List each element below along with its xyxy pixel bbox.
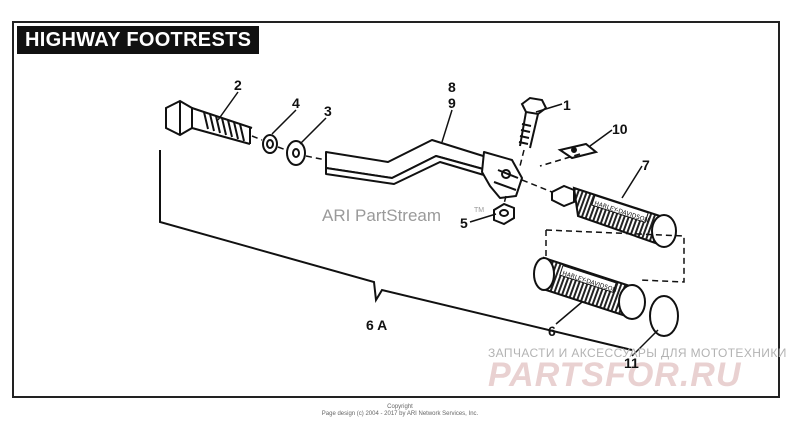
part-lock-washer (262, 134, 278, 154)
leader-lines (217, 91, 659, 357)
part-nut (493, 202, 515, 226)
callout-1: 1 (563, 97, 571, 113)
watermark-trademark: TM (474, 207, 484, 214)
part-clevis-bolt (518, 96, 548, 149)
diagram-frame (12, 21, 780, 398)
part-footrest-bar (325, 139, 523, 199)
part-footpeg-upper: HARLEY-DAVIDSON (551, 184, 677, 248)
callout-6: 6 (548, 323, 556, 339)
dealer-logo: PARTSFOR.RU (488, 356, 742, 394)
dashed-guides (251, 135, 685, 283)
callout-3: 3 (324, 103, 332, 119)
callout-6a: 6 A (366, 317, 387, 333)
dealer-text: ЗАПЧАСТИ И АКСЕССУАРЫ ДЛЯ МОТОТЕХНИКИ (488, 346, 787, 360)
callout-11: 11 (624, 355, 639, 371)
callout-10: 10 (612, 121, 628, 137)
callout-2: 2 (234, 77, 242, 93)
part-clip (557, 142, 599, 160)
watermark-text: ARI PartStream (322, 206, 441, 225)
part-end-cap (649, 295, 679, 337)
part-flat-washer (286, 140, 306, 166)
assembly-bracket (159, 150, 633, 351)
copyright-line-2: Page design (c) 2004 - 2017 by ARI Netwo… (321, 411, 479, 417)
page-title: HIGHWAY FOOTRESTS (17, 26, 260, 54)
callout-5: 5 (460, 215, 468, 231)
callout-9: 9 (448, 95, 456, 111)
copyright-line-1: Copyright (387, 404, 413, 410)
callout-8: 8 (448, 79, 456, 95)
part-footpeg-lower: HARLEY-DAVIDSON (533, 256, 646, 320)
callout-4: 4 (292, 95, 300, 111)
part-bolt (165, 99, 253, 145)
callout-7: 7 (642, 157, 650, 173)
